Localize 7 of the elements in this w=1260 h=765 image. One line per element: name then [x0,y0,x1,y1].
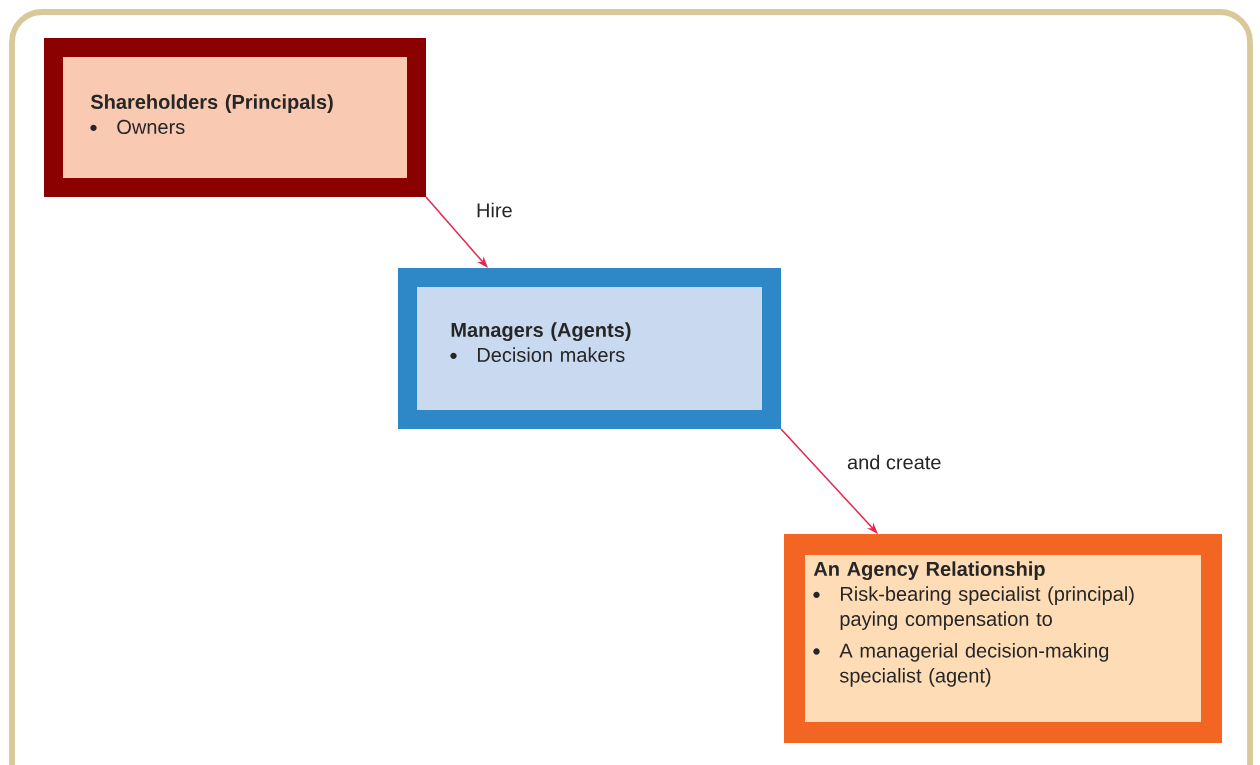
arrow [425,196,488,268]
process-box: Shareholders (Principals) Owners [44,38,426,197]
arrow [780,428,878,534]
process-box: Managers (Agents) Decision makers [398,268,781,429]
edge-label: Hire [477,202,512,218]
process-box: An Agency Relationship Risk-bearing specialist (principal) paying compensation to A managerial decision-making specialist (agent) [784,534,1222,743]
edge-label: and create [847,454,941,470]
